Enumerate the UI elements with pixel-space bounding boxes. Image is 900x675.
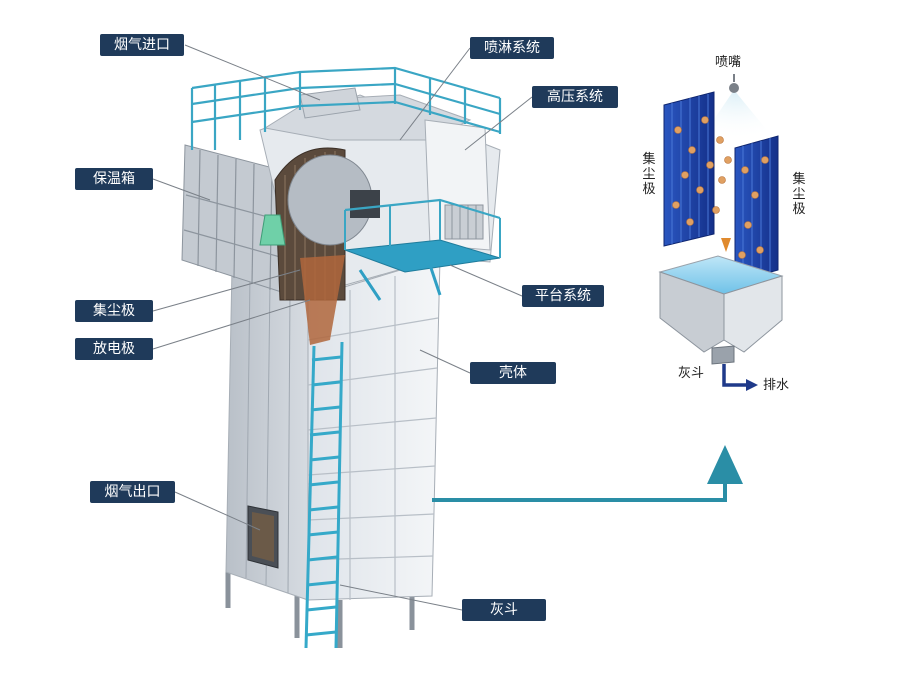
inlet-hood [299, 87, 361, 119]
inset-label-collector-right: 集尘极 [792, 172, 806, 217]
dust-particles [672, 116, 769, 259]
inset-label-nozzle: 喷嘴 [715, 55, 742, 70]
inset-label-ash-hopper: 灰斗 [678, 366, 705, 381]
connector-arrow [432, 445, 743, 502]
label-flue-gas-inlet: 烟气进口 [100, 34, 184, 56]
inset-detail [658, 74, 784, 391]
label-discharge-electrode: 放电极 [75, 338, 153, 360]
drainage-arrow-icon [722, 364, 758, 391]
access-ladder [304, 341, 344, 649]
leader-lines [152, 44, 533, 611]
label-flue-gas-outlet: 烟气出口 [90, 481, 175, 503]
collector-plate-right [734, 135, 779, 283]
label-dust-collecting-electrode: 集尘极 [75, 300, 153, 322]
label-ash-hopper: 灰斗 [462, 599, 546, 621]
insulator [259, 214, 286, 246]
platform [344, 198, 501, 301]
collector-plate-section [300, 255, 345, 345]
flue-gas-outlet-opening [247, 505, 279, 569]
inset-label-collector-left: 集尘极 [642, 152, 656, 197]
top-railing [190, 66, 502, 150]
inset-label-drainage: 排水 [763, 378, 790, 393]
falling-arrow-icon [721, 238, 731, 252]
label-shell: 壳体 [470, 362, 556, 384]
spray-drum-cap [350, 190, 380, 218]
label-high-voltage-system: 高压系统 [532, 86, 618, 108]
hopper-left-wall [659, 271, 725, 353]
shell-panel-lines [307, 276, 439, 600]
label-spray-system: 喷淋系统 [470, 37, 554, 59]
nozzle-icon [729, 83, 739, 93]
hopper-outlet [711, 345, 735, 365]
hopper-right-wall [723, 275, 783, 353]
label-insulation-box: 保温箱 [75, 168, 153, 190]
label-platform-system: 平台系统 [522, 285, 604, 307]
spray-cone [700, 90, 775, 140]
